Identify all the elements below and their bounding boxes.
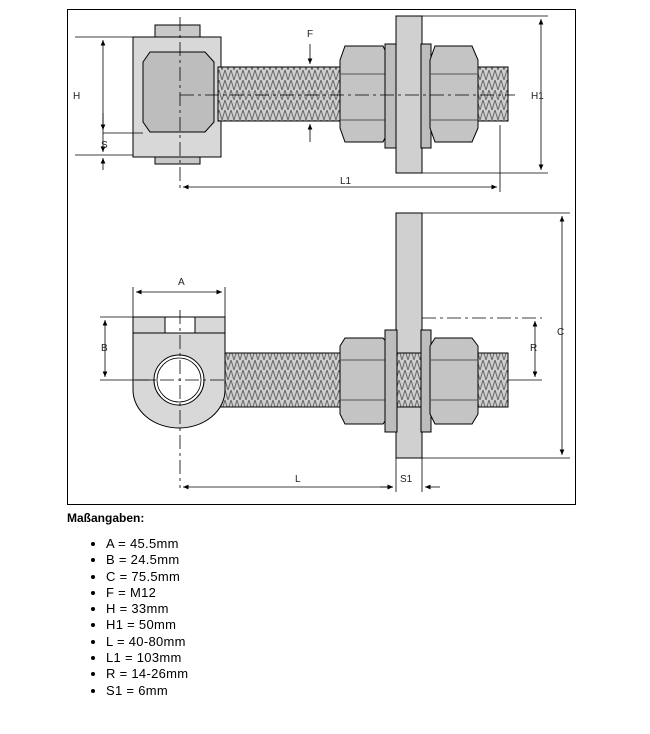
dim-label-R: R (530, 343, 537, 354)
list-item: L1 = 103mm (106, 650, 188, 666)
nut-top-left (339, 45, 391, 143)
list-item: S1 = 6mm (106, 683, 188, 699)
dim-label-A: A (178, 277, 185, 288)
list-item: A = 45.5mm (106, 536, 188, 552)
list-item: F = M12 (106, 585, 188, 601)
dim-label-C: C (557, 327, 564, 338)
mounting-plate-top (395, 15, 423, 174)
mounting-plate-side (395, 212, 423, 459)
dim-label-S1: S1 (400, 474, 413, 485)
nut-top-right (429, 45, 479, 143)
list-item: C = 75.5mm (106, 569, 188, 585)
list-item: H1 = 50mm (106, 617, 188, 633)
specs-title: Maßangaben: (67, 511, 145, 525)
side-view: A B R C L S1 (100, 212, 570, 492)
dim-label-L: L (295, 474, 301, 485)
list-item: B = 24.5mm (106, 552, 188, 568)
nut-side-right (429, 337, 479, 425)
dim-label-B: B (101, 343, 108, 354)
nut-side-left (339, 337, 391, 425)
top-view: H S F L1 H1 (73, 15, 548, 192)
technical-drawing: H S F L1 H1 (67, 9, 576, 505)
list-item: L = 40-80mm (106, 634, 188, 650)
specs-list: A = 45.5mm B = 24.5mm C = 75.5mm F = M12… (90, 536, 188, 699)
list-item: R = 14-26mm (106, 666, 188, 682)
dim-label-H1: H1 (531, 91, 544, 102)
dim-label-H: H (73, 91, 80, 102)
list-item: H = 33mm (106, 601, 188, 617)
dim-label-L1: L1 (340, 176, 352, 187)
dim-label-S: S (101, 140, 108, 151)
dim-label-F: F (307, 29, 313, 40)
